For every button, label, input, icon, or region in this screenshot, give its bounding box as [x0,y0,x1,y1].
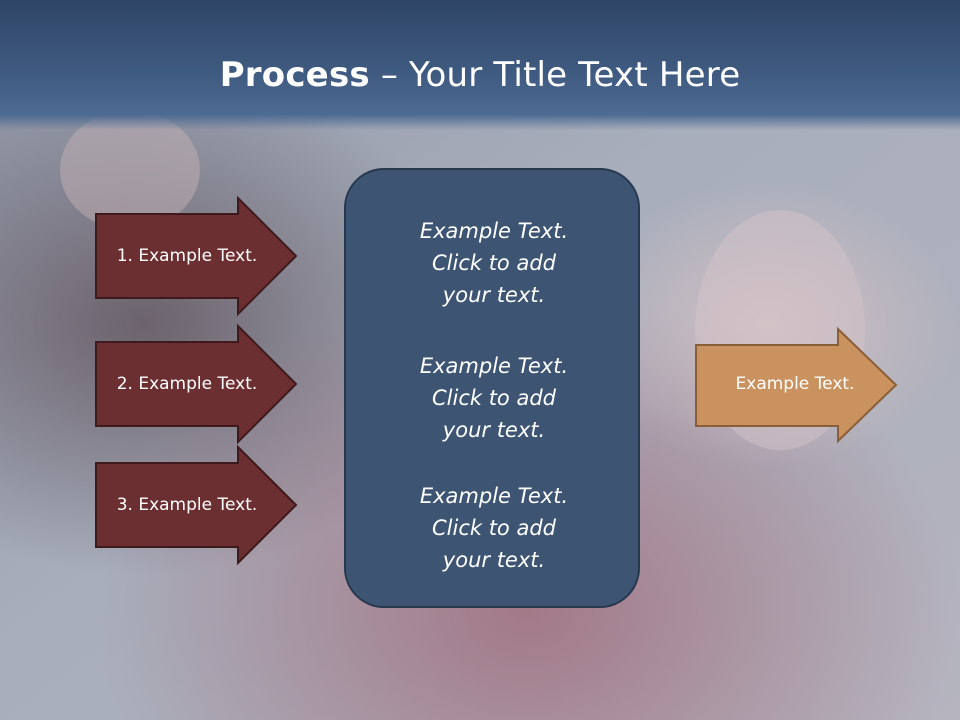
title-bar [0,0,960,130]
center-paragraph-1: Example Text. Click to add your text. [346,215,642,311]
left-arrow-1-label: 1. Example Text. [116,246,258,266]
slide-title[interactable]: Process – Your Title Text Here [0,52,960,98]
paragraph-line: Example Text. [419,219,569,243]
left-arrow-3-label: 3. Example Text. [116,495,258,515]
paragraph-line: Click to add [431,386,556,410]
right-arrow-label: Example Text. [735,374,855,394]
center-text-box[interactable]: Example Text. Click to add your text. Ex… [344,168,640,608]
left-arrow-2[interactable] [95,323,298,445]
right-arrow[interactable] [695,326,898,444]
paragraph-line: Example Text. [419,484,569,508]
center-paragraph-3: Example Text. Click to add your text. [346,480,642,576]
paragraph-line: Example Text. [419,354,569,378]
paragraph-line: your text. [442,283,546,307]
title-rest: – Your Title Text Here [369,55,741,95]
title-bold: Process [219,55,370,95]
left-arrow-1[interactable] [95,195,298,317]
paragraph-line: your text. [442,418,546,442]
left-arrow-2-label: 2. Example Text. [116,374,258,394]
paragraph-line: Click to add [431,516,556,540]
paragraph-line: your text. [442,548,546,572]
center-paragraph-2: Example Text. Click to add your text. [346,350,642,446]
paragraph-line: Click to add [431,251,556,275]
left-arrow-3[interactable] [95,444,298,566]
